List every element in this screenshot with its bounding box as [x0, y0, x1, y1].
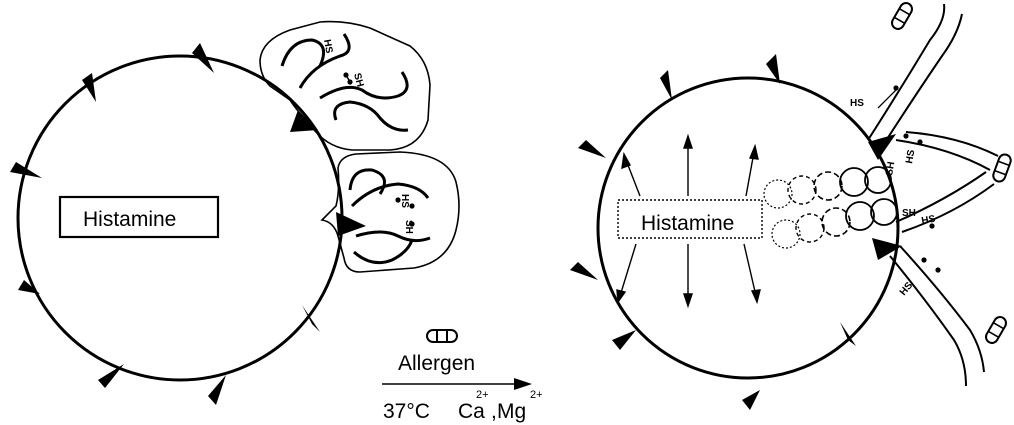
right-mast-cell: Histamine [570, 1, 1012, 410]
left-lower-receptor [336, 212, 366, 236]
ion-separator: , [491, 400, 497, 423]
left-upper-ige-antibody [260, 22, 430, 150]
left-mast-cell: Histamine HS SH HS SH [10, 22, 459, 405]
calcium-charge: 2+ [476, 389, 489, 401]
magnesium-charge: 2+ [530, 389, 543, 401]
granule-chain-upper [764, 167, 891, 208]
reaction-conditions: Allergen 37°C Ca 2+ , Mg 2+ [382, 330, 543, 423]
bound-allergen-top [890, 1, 914, 31]
left-lower-sh-label: SH [403, 220, 414, 234]
right-hs-label-2: HS [904, 149, 917, 165]
left-lower-hs-label: HS [399, 194, 410, 208]
left-histamine-label: Histamine [83, 208, 176, 231]
magnesium-label: Mg [497, 400, 526, 423]
crosslinked-antibody-lower [890, 172, 994, 386]
right-sh-label-1: SH [884, 161, 897, 177]
left-upper-sh-label: SH [351, 72, 365, 88]
allergen-label: Allergen [398, 352, 475, 375]
allergen-icon [427, 330, 457, 342]
right-hs-label-4: HS [898, 280, 916, 298]
temperature-label: 37°C [383, 400, 430, 423]
right-histamine-label: Histamine [641, 212, 734, 235]
calcium-label: Ca [458, 400, 485, 423]
right-sh-label-2: SH [902, 208, 916, 219]
right-hs-label-1: HS [850, 98, 864, 109]
bound-allergen-middle [992, 153, 1013, 183]
bound-allergen-bottom [984, 315, 1008, 345]
